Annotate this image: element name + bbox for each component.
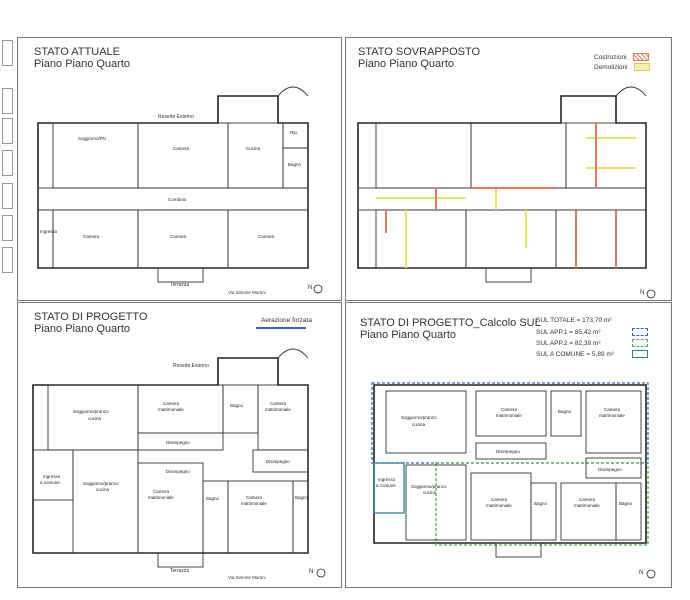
terrace-label: Terrazza <box>170 282 190 288</box>
panel-calcolo-sul: STATO DI PROGETTO_Calcolo SUL Piano Pian… <box>345 302 672 588</box>
sul-app2: SUL APP.2 = 82,39 m² <box>536 339 648 347</box>
svg-text:matrimoniale: matrimoniale <box>599 413 625 418</box>
floorplan-stato-attuale: Soggiorno/FN Camera Cucina Rip. Bagno Co… <box>37 86 323 294</box>
panel-title: STATO ATTUALE <box>34 46 120 58</box>
svg-text:matrimoniale: matrimoniale <box>265 407 291 412</box>
svg-text:matrimoniale: matrimoniale <box>148 495 174 500</box>
north-symbol: N <box>308 285 313 291</box>
svg-text:matrimoniale: matrimoniale <box>486 503 512 508</box>
street-top-label: Resede Esterno <box>173 363 209 369</box>
left-margin-tabs <box>0 0 14 600</box>
floorplan-stato-sovrapposto <box>357 86 656 299</box>
aerazione-note: Aerazione forzata <box>261 317 312 324</box>
panel-title: STATO DI PROGETTO <box>34 311 148 323</box>
svg-text:Bagno: Bagno <box>534 501 548 506</box>
svg-text:matrimoniale: matrimoniale <box>496 413 522 418</box>
legend-costruzioni: Costruzioni <box>594 53 649 61</box>
svg-text:cucina: cucina <box>88 416 102 421</box>
svg-text:Bagno: Bagno <box>288 162 302 167</box>
panel-title: STATO DI PROGETTO_Calcolo SUL <box>360 317 541 329</box>
panel-subtitle: Piano Piano Quarto <box>360 329 457 341</box>
svg-text:Soggiorno/pranzo: Soggiorno/pranzo <box>401 415 437 420</box>
svg-text:Camera: Camera <box>270 401 287 406</box>
svg-text:matrimoniale: matrimoniale <box>158 407 184 412</box>
north-symbol: N <box>309 569 314 575</box>
legend-swatch <box>632 53 649 61</box>
panel-subtitle: Piano Piano Quarto <box>358 58 455 70</box>
street-top-label: Resede Esterno <box>158 114 194 120</box>
north-symbol: N <box>639 570 644 576</box>
svg-text:Camera: Camera <box>173 146 190 151</box>
svg-text:Bagno: Bagno <box>206 496 220 501</box>
legend-swatch <box>632 328 648 336</box>
svg-text:cucina: cucina <box>423 490 437 495</box>
svg-text:Camera: Camera <box>153 489 170 494</box>
sul-totale: SUL TOTALE = 173,70 m² <box>536 317 612 324</box>
floorplan-stato-progetto: Soggiorno/pranzo cucina Camera matrimoni… <box>32 327 326 578</box>
svg-text:Disimpegno: Disimpegno <box>496 449 520 454</box>
legend-swatch <box>633 63 650 71</box>
sul-app1: SUL APP.1 = 85,42 m² <box>536 328 648 336</box>
svg-text:Ingresso: Ingresso <box>43 474 61 479</box>
floorplan-calcolo-sul: Soggiorno/pranzo cucina Camera matrimoni… <box>371 382 656 579</box>
svg-text:Disimpegno: Disimpegno <box>598 467 622 472</box>
svg-text:Corridoio: Corridoio <box>168 197 187 202</box>
panel-stato-sovrapposto: STATO SOVRAPPOSTO Piano Piano Quarto Cos… <box>345 37 672 301</box>
svg-text:Camera: Camera <box>170 234 187 239</box>
svg-text:Soggiorno/pranzo: Soggiorno/pranzo <box>83 481 119 486</box>
svg-text:Camera: Camera <box>501 407 518 412</box>
svg-text:matrimoniale: matrimoniale <box>241 501 267 506</box>
svg-text:a comune: a comune <box>40 480 60 485</box>
svg-text:Camera: Camera <box>258 234 275 239</box>
svg-text:Disimpegno: Disimpegno <box>266 459 290 464</box>
svg-text:Camera: Camera <box>579 497 596 502</box>
svg-text:Camera: Camera <box>83 234 100 239</box>
panel-subtitle: Piano Piano Quarto <box>34 323 131 335</box>
svg-text:Bagno: Bagno <box>230 403 244 408</box>
street-bottom-label: Via Simone Martini <box>228 290 266 295</box>
svg-text:Camera: Camera <box>246 495 263 500</box>
svg-text:matrimoniale: matrimoniale <box>574 503 600 508</box>
svg-text:Bagno: Bagno <box>295 495 309 500</box>
svg-text:Rip.: Rip. <box>290 130 298 135</box>
legend-swatch <box>632 350 648 358</box>
panel-title: STATO SOVRAPPOSTO <box>358 46 481 58</box>
panel-stato-di-progetto: STATO DI PROGETTO Piano Piano Quarto Aer… <box>17 302 342 588</box>
sul-a-comune: SUL A COMUNE = 5,89 m² <box>536 350 648 358</box>
legend-demolizioni: Demolizioni <box>594 63 650 71</box>
svg-text:Camera: Camera <box>163 401 180 406</box>
svg-text:Soggiorno/pranzo: Soggiorno/pranzo <box>411 484 447 489</box>
svg-text:Cucina: Cucina <box>246 146 261 151</box>
panel-stato-attuale: STATO ATTUALE Piano Piano Quarto Soggior… <box>17 37 342 301</box>
street-bottom-label: Via Simone Martini <box>228 575 266 580</box>
svg-text:cucina: cucina <box>412 422 426 427</box>
svg-text:Camera: Camera <box>604 407 621 412</box>
panel-subtitle: Piano Piano Quarto <box>34 58 131 70</box>
svg-text:Ingresso: Ingresso <box>40 229 58 234</box>
svg-text:cucina: cucina <box>96 487 110 492</box>
svg-text:Ingresso: Ingresso <box>378 477 396 482</box>
svg-text:a comune: a comune <box>376 483 396 488</box>
svg-text:Soggiorno/pranzo: Soggiorno/pranzo <box>73 409 109 414</box>
svg-text:Bagno: Bagno <box>619 501 633 506</box>
svg-text:Disimpegno: Disimpegno <box>166 440 190 445</box>
svg-text:Bagno: Bagno <box>558 409 572 414</box>
north-symbol: N <box>640 290 645 296</box>
svg-text:Camera: Camera <box>491 497 508 502</box>
legend-swatch <box>632 339 648 347</box>
room-label: Soggiorno/FN <box>78 136 106 141</box>
terrace-label: Terrazza <box>170 568 190 574</box>
svg-text:Disimpegno: Disimpegno <box>166 469 190 474</box>
